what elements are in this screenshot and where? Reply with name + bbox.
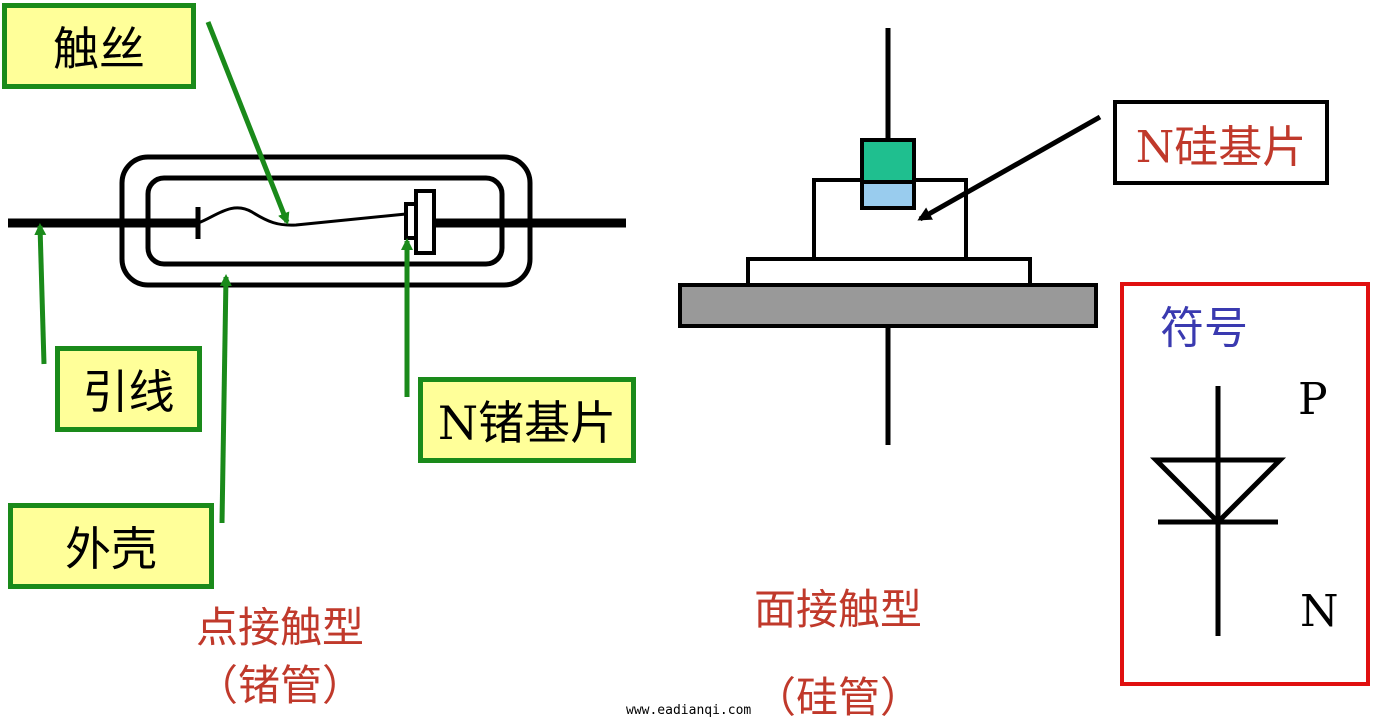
base-plate xyxy=(678,283,1098,328)
junction-subcaption: （硅管） xyxy=(754,673,923,722)
symbol-triangle xyxy=(1149,457,1287,526)
diode-symbol xyxy=(1149,386,1287,636)
pointer-wire xyxy=(205,21,290,225)
pointer-shell xyxy=(219,274,232,524)
symbol-frame xyxy=(1120,282,1370,686)
pointer-si-wafer xyxy=(917,114,1102,222)
symbol-title: 符号 xyxy=(1160,303,1248,354)
point-contact-diode xyxy=(8,154,626,288)
label-si-wafer: N硅基片 xyxy=(1113,100,1329,185)
footer-url: www.eadianqi.com xyxy=(626,703,752,718)
anode-label: P xyxy=(1298,374,1328,425)
metal-contact-bottom xyxy=(860,180,916,210)
pointer-lead xyxy=(34,223,47,365)
junction-diode xyxy=(678,28,1098,445)
label-lead: 引线 xyxy=(55,346,202,432)
label-wire: 触丝 xyxy=(2,3,196,89)
junction-caption: 面接触型 xyxy=(754,585,923,634)
contact-wire xyxy=(197,206,407,227)
cathode-label: N xyxy=(1300,586,1339,637)
base-platform xyxy=(746,257,1032,287)
label-shell: 外壳 xyxy=(8,503,214,589)
point-contact-subcaption: （锗管） xyxy=(196,661,365,710)
ge-wafer-holder xyxy=(414,189,436,255)
metal-contact-top xyxy=(860,138,916,184)
label-ge-wafer: N锗基片 xyxy=(418,377,636,463)
point-contact-caption: 点接触型 xyxy=(196,603,365,652)
